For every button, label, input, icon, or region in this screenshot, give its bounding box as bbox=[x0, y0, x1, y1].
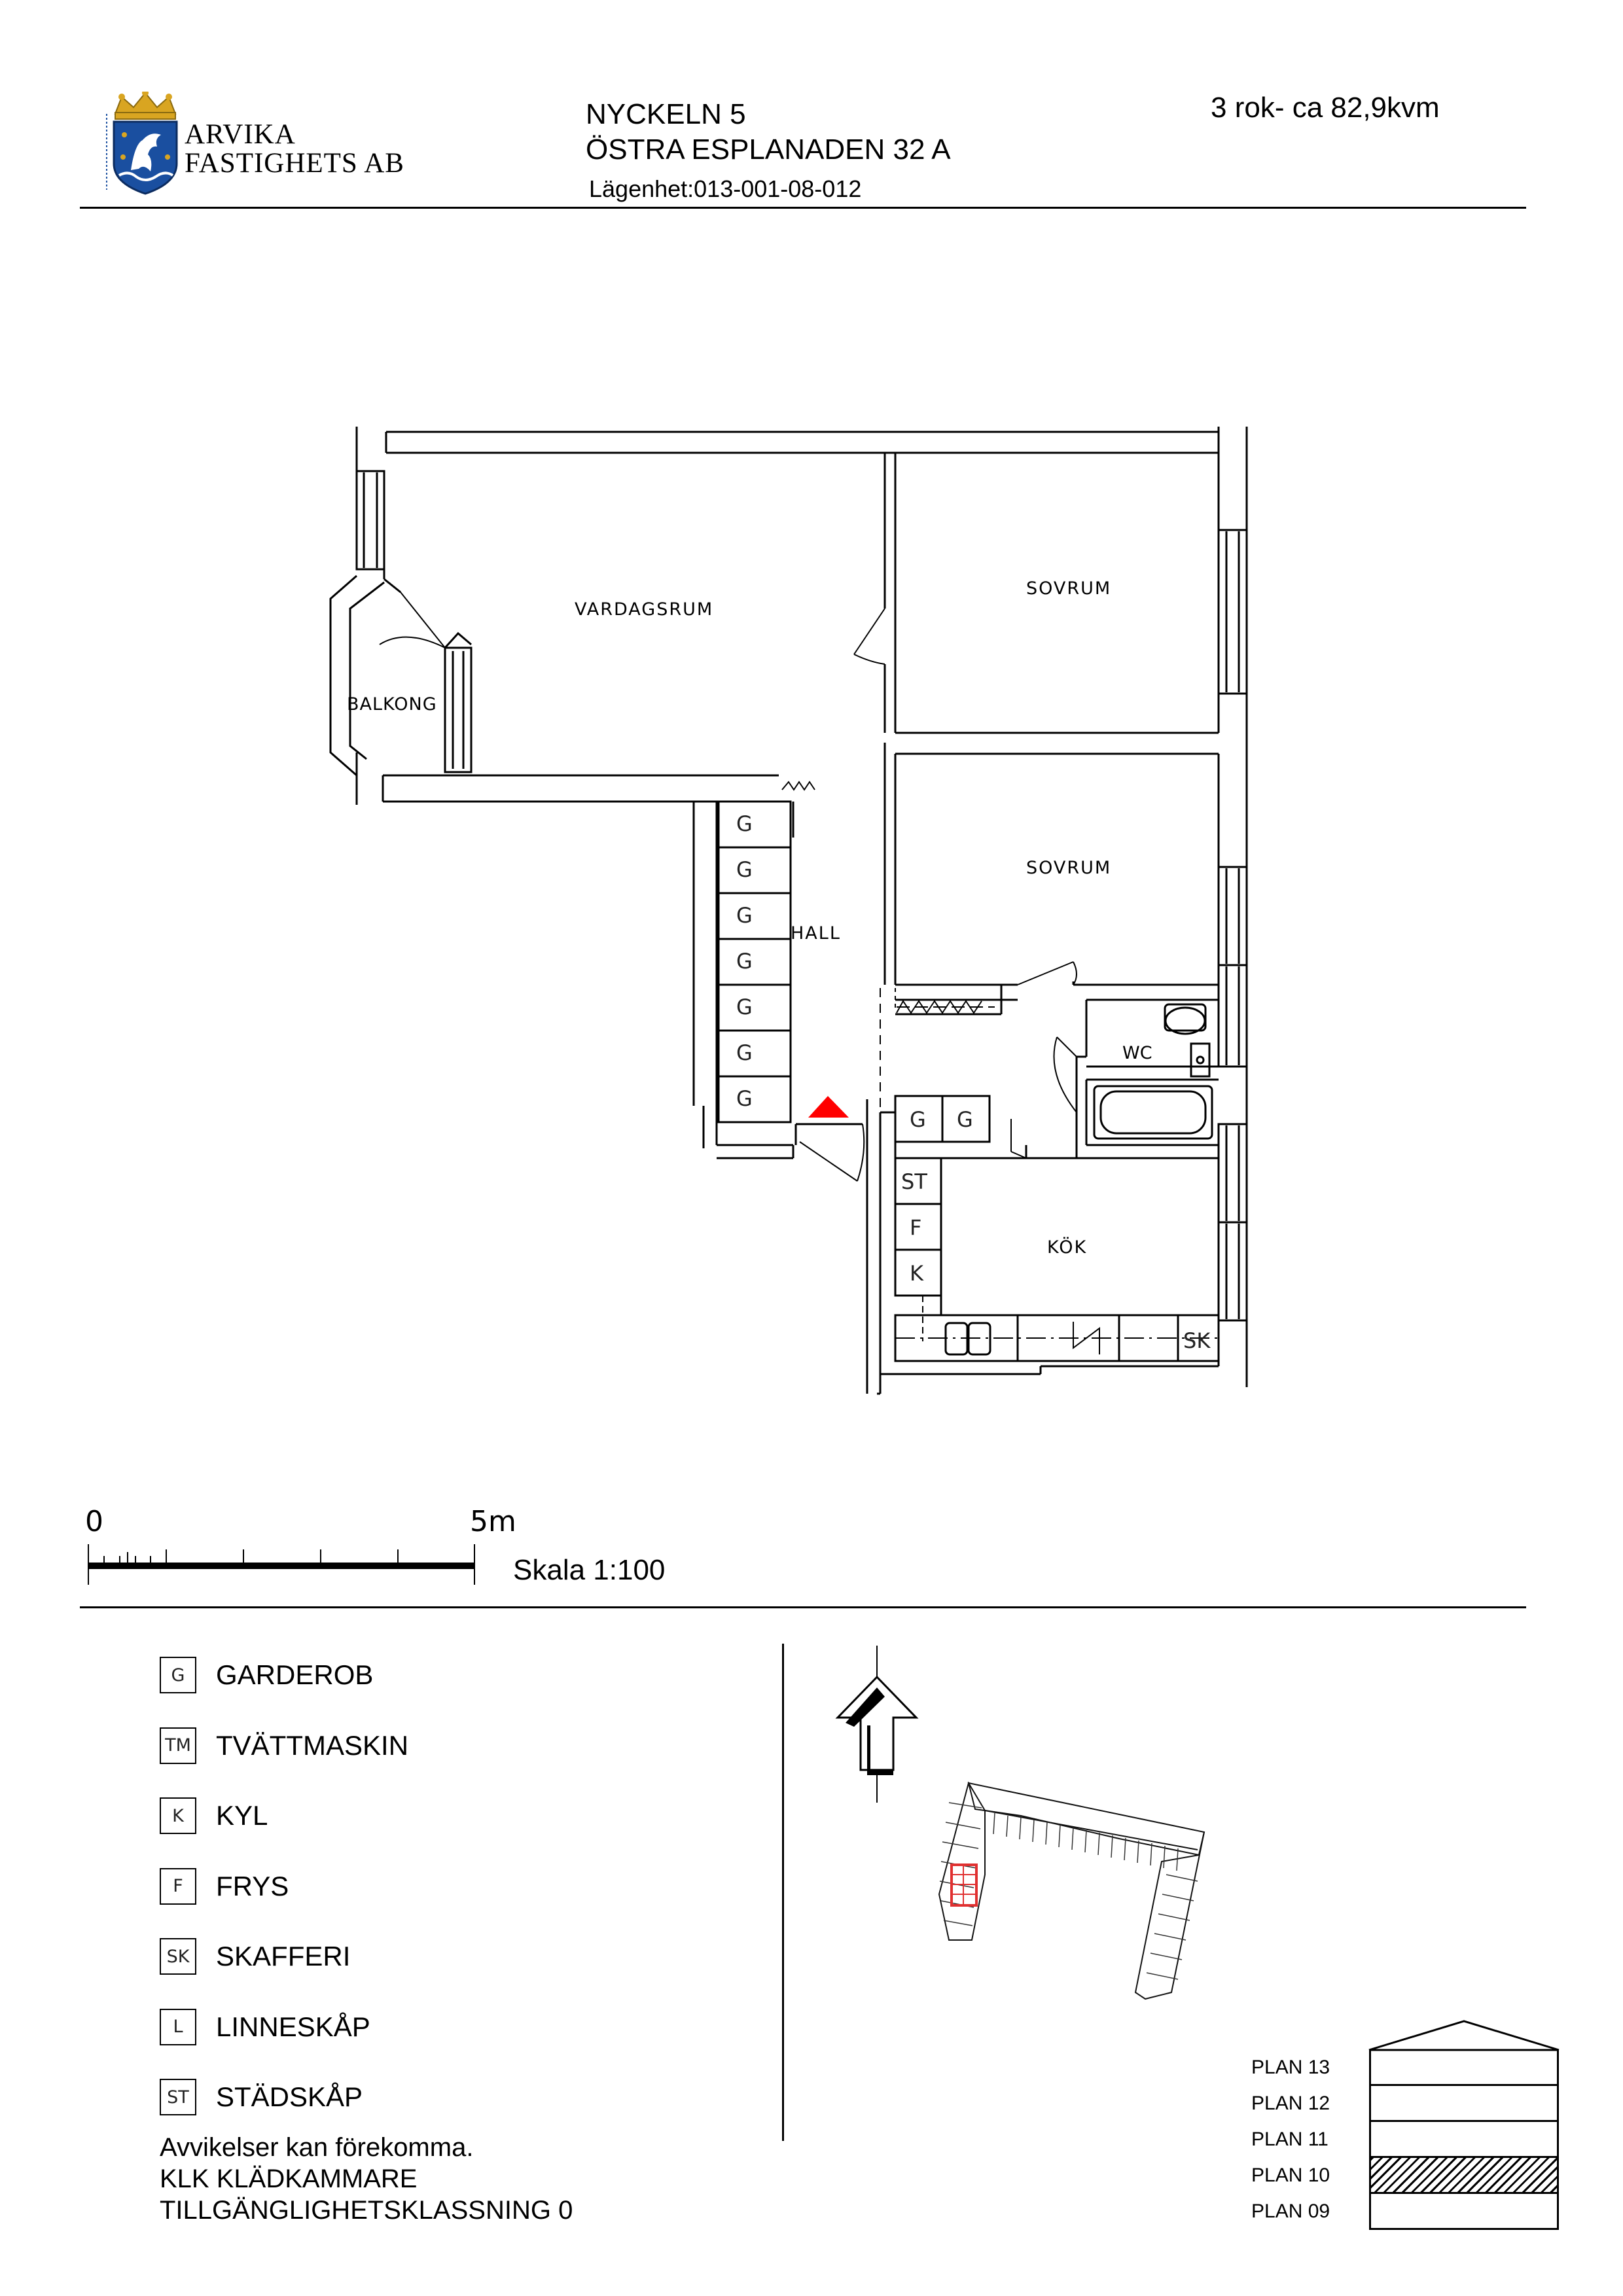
wardrobe-label: G bbox=[910, 1107, 926, 1132]
legend-item: K KYL bbox=[160, 1794, 268, 1837]
wardrobe-label: G bbox=[736, 995, 753, 1019]
pantry-label: SK bbox=[1183, 1328, 1211, 1353]
room-label-bedroom1: SOVRUM bbox=[1026, 578, 1111, 599]
legend-code: F bbox=[160, 1867, 196, 1905]
floor-label: PLAN 09 bbox=[1251, 2200, 1330, 2222]
legend-code: SK bbox=[160, 1938, 196, 1975]
room-label-hall: HALL bbox=[791, 923, 841, 944]
legend-item: F FRYS bbox=[160, 1865, 289, 1908]
building-address: ÖSTRA ESPLANADEN 32 A bbox=[586, 133, 951, 166]
entrance-marker-icon bbox=[808, 1096, 849, 1118]
company-logo: ARVIKA FASTIGHETS AB bbox=[105, 90, 406, 196]
floor-box bbox=[1369, 2050, 1559, 2086]
legend-label: TVÄTTMASKIN bbox=[216, 1729, 409, 1761]
scale-divider bbox=[80, 1606, 1526, 1608]
legend-item: TM TVÄTTMASKIN bbox=[160, 1724, 408, 1767]
legend-label: SKAFFERI bbox=[216, 1941, 351, 1971]
crown-icon bbox=[114, 90, 177, 120]
room-label-living: VARDAGSRUM bbox=[575, 599, 713, 620]
floor-label: PLAN 10 bbox=[1251, 2164, 1330, 2186]
legend-label: KYL bbox=[216, 1800, 268, 1831]
scale-five-label: 5m bbox=[470, 1505, 516, 1538]
freezer-label: F bbox=[910, 1215, 921, 1240]
scale-bar: 0 5m bbox=[85, 1505, 516, 1585]
company-name-line1: ARVIKA bbox=[185, 119, 296, 150]
legend-item: L LINNESKÅP bbox=[160, 2005, 370, 2049]
legend-code: K bbox=[160, 1797, 196, 1834]
apartment-size: 3 rok- ca 82,9kvm bbox=[1211, 92, 1440, 124]
note-deviations: Avvikelser kan förekomma. bbox=[160, 2133, 474, 2162]
wardrobe-label: G bbox=[736, 811, 753, 836]
floor-plan: VARDAGSRUM SOVRUM SOVRUM BALKONG HALL WC… bbox=[329, 427, 1248, 1395]
room-label-kitchen: KÖK bbox=[1047, 1237, 1087, 1258]
scale-zero-label: 0 bbox=[85, 1505, 103, 1538]
fridge-label: K bbox=[910, 1261, 924, 1286]
apartment-number: Lägenhet:013-001-08-012 bbox=[589, 175, 862, 202]
coat-of-arms-icon bbox=[113, 120, 178, 195]
room-label-bedroom2: SOVRUM bbox=[1026, 858, 1111, 878]
wardrobe-label: G bbox=[736, 903, 753, 928]
wardrobe-label: G bbox=[736, 949, 753, 974]
room-label-balcony: BALKONG bbox=[347, 694, 437, 715]
note-accessibility: TILLGÄNGLIGHETSKLASSNING 0 bbox=[160, 2196, 573, 2225]
company-name-line2: FASTIGHETS AB bbox=[185, 148, 404, 179]
legend-item: ST STÄDSKÅP bbox=[160, 2075, 363, 2119]
header-divider bbox=[80, 207, 1526, 209]
wardrobe-label: G bbox=[736, 857, 753, 882]
scale-label: Skala 1:100 bbox=[513, 1554, 666, 1586]
legend-label: FRYS bbox=[216, 1870, 289, 1901]
floor-box bbox=[1369, 2122, 1559, 2158]
floor-box bbox=[1369, 2194, 1559, 2230]
legend-code: L bbox=[160, 2008, 196, 2045]
legend-divider bbox=[782, 1644, 784, 2141]
legend-code: ST bbox=[160, 2079, 196, 2115]
legend-label: LINNESKÅP bbox=[216, 2011, 370, 2042]
legend-label: STÄDSKÅP bbox=[216, 2081, 363, 2112]
north-arrow-icon bbox=[835, 1646, 919, 1803]
legend-label: GARDEROB bbox=[216, 1659, 374, 1690]
floor-box bbox=[1369, 2086, 1559, 2122]
floor-label: PLAN 12 bbox=[1251, 2093, 1330, 2114]
wardrobe-label: G bbox=[957, 1107, 973, 1132]
legend-code: TM bbox=[160, 1727, 196, 1764]
building-name: NYCKELN 5 bbox=[586, 98, 746, 130]
floor-label: PLAN 11 bbox=[1251, 2128, 1329, 2150]
floor-label: PLAN 13 bbox=[1251, 2057, 1330, 2078]
legend-code: G bbox=[160, 1657, 196, 1693]
site-plan-map bbox=[938, 1781, 1205, 2000]
wardrobe-label: G bbox=[736, 1086, 753, 1111]
room-label-wc: WC bbox=[1122, 1043, 1152, 1063]
floor-current bbox=[1369, 2158, 1559, 2194]
note-klk: KLK KLÄDKAMMARE bbox=[160, 2164, 418, 2193]
floor-roof-icon bbox=[1368, 2020, 1560, 2051]
wardrobe-label: G bbox=[736, 1040, 753, 1065]
cleaning-closet-label: ST bbox=[901, 1169, 927, 1194]
legend-item: SK SKAFFERI bbox=[160, 1935, 350, 1978]
legend-item: G GARDEROB bbox=[160, 1653, 373, 1697]
